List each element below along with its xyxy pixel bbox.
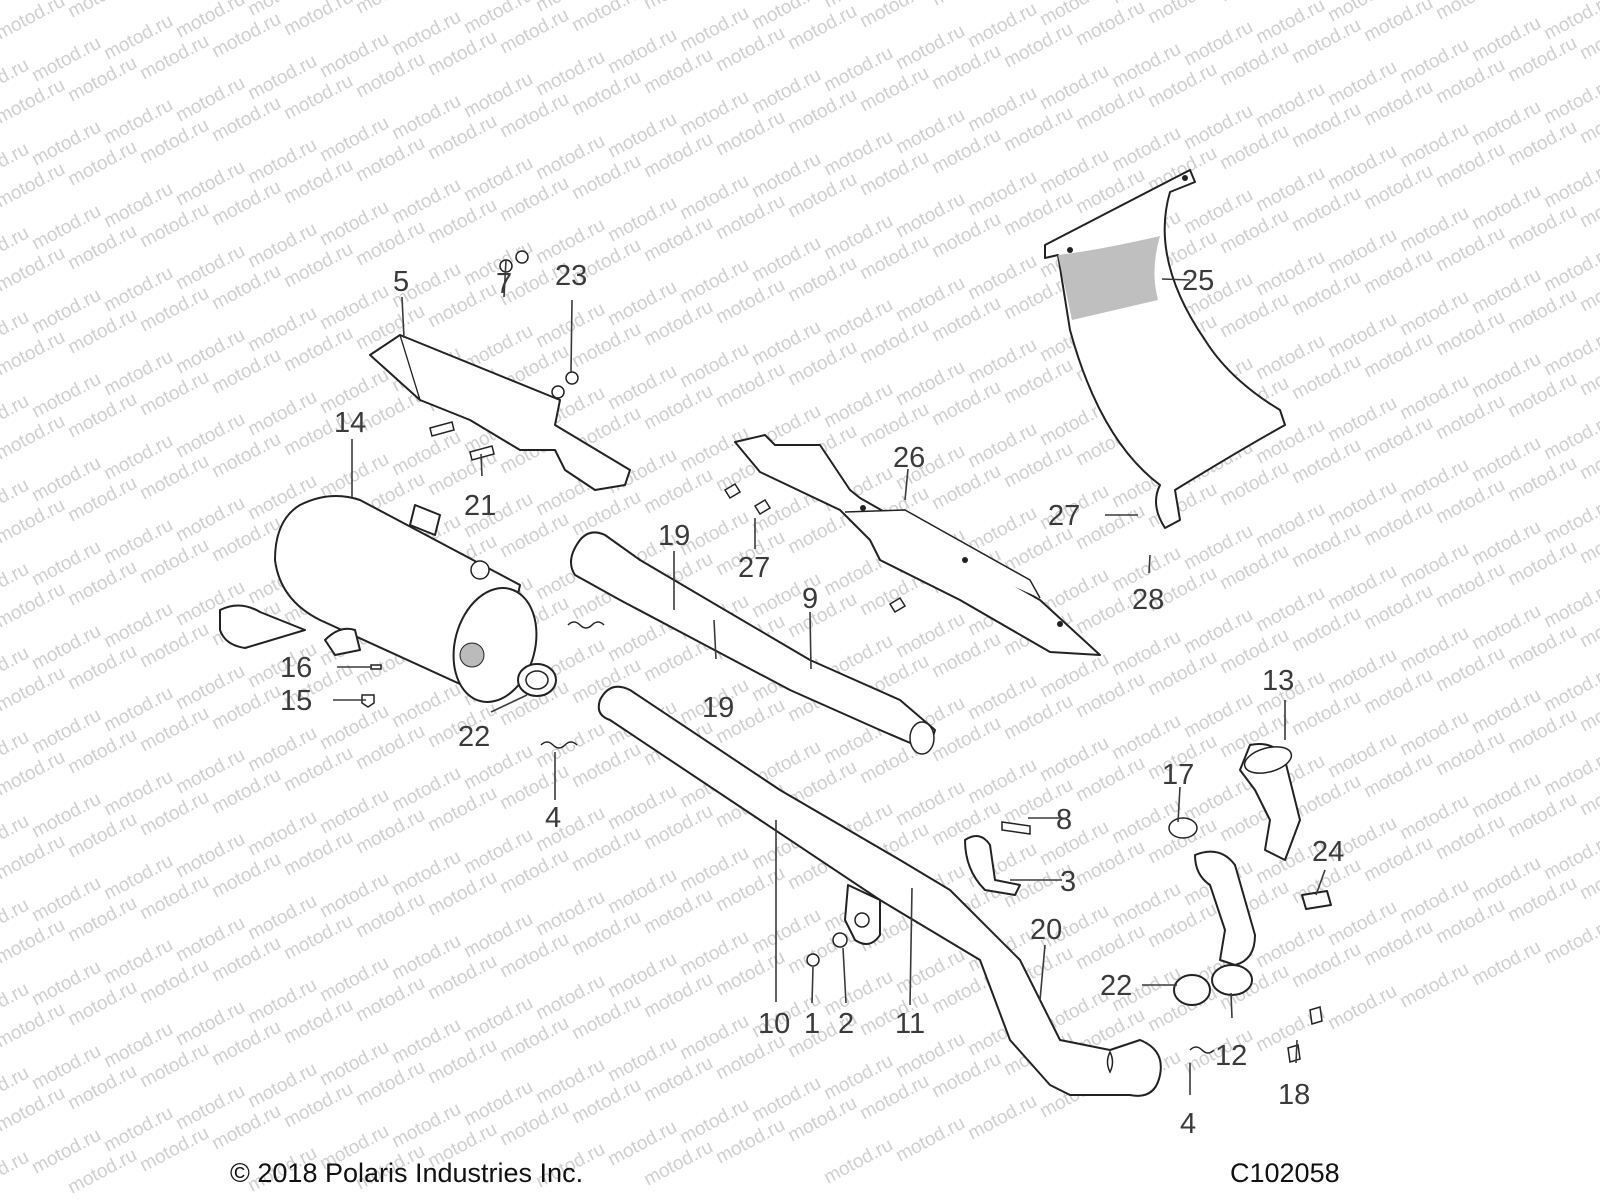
- watermark-text: motod.ru: [64, 0, 140, 22]
- watermark-text: motod.ru: [1144, 0, 1220, 28]
- callout-18: 18: [1278, 1079, 1310, 1111]
- callout-25: 25: [1182, 265, 1214, 297]
- callout-11: 11: [895, 1008, 925, 1040]
- heat-shield-25: [1044, 169, 1286, 529]
- watermark-text: motod.ru: [1540, 915, 1600, 969]
- watermark-text: motod.ru: [1504, 0, 1580, 2]
- callout-14: 14: [334, 407, 366, 439]
- callout-21: 21: [464, 490, 496, 522]
- figure-code: C102058: [1230, 1158, 1340, 1188]
- callout-17: 17: [1162, 759, 1194, 791]
- watermark-text: motod.ru: [856, 0, 932, 32]
- callout-16: 16: [280, 652, 312, 684]
- callout-22-right: 22: [1100, 970, 1132, 1002]
- callout-1: 1: [804, 1008, 820, 1040]
- head-pipe-12-13: [1168, 743, 1332, 1063]
- callout-8: 8: [1056, 804, 1072, 836]
- callout-2: 2: [838, 1008, 854, 1040]
- watermark-text: motod.ru: [1396, 959, 1472, 1013]
- callout-28: 28: [1132, 584, 1164, 616]
- callout-3: 3: [1060, 866, 1076, 898]
- callout-4-right: 4: [1180, 1108, 1196, 1140]
- watermark-text: motod.ru: [352, 0, 428, 18]
- callout-5: 5: [393, 266, 409, 298]
- callout-20: 20: [1030, 914, 1062, 946]
- watermark-text: motod.ru: [1324, 981, 1400, 1035]
- callout-4-left: 4: [545, 802, 561, 834]
- callout-9: 9: [802, 583, 818, 615]
- callout-7: 7: [496, 268, 512, 300]
- muffler-shield-5: [369, 250, 631, 491]
- watermark-text: motod.ru: [640, 0, 716, 14]
- watermark-text: motod.ru: [820, 1135, 896, 1189]
- watermark-text: motod.ru: [928, 0, 1004, 10]
- callout-10: 10: [758, 1008, 790, 1040]
- watermark-text: motod.ru: [1468, 937, 1544, 991]
- callout-24: 24: [1312, 836, 1344, 868]
- watermark-text: motod.ru: [280, 0, 356, 40]
- callout-27-right: 27: [1048, 500, 1080, 532]
- leader-lines: [333, 259, 1326, 1095]
- muffler-14: [219, 495, 605, 749]
- watermark-text: motod.ru: [0, 0, 69, 44]
- pipe-9-19: [570, 531, 936, 755]
- watermark-text: motod.ru: [0, 0, 33, 2]
- callout-22-left: 22: [458, 721, 490, 753]
- callout-15: 15: [280, 685, 312, 717]
- callout-27-left: 27: [738, 552, 770, 584]
- heat-shield-26: [723, 434, 1101, 656]
- callout-19-lower: 19: [702, 692, 734, 724]
- callout-12: 12: [1215, 1040, 1247, 1072]
- copyright-notice: © 2018 Polaris Industries Inc.: [230, 1158, 584, 1188]
- watermark-text: motod.ru: [0, 1147, 33, 1200]
- watermark-text: motod.ru: [1216, 0, 1292, 6]
- watermark-text: motod.ru: [964, 1091, 1040, 1145]
- watermark-text: motod.ru: [1432, 0, 1508, 24]
- callout-23: 23: [555, 260, 587, 292]
- watermark-text: motod.ru: [1360, 0, 1436, 46]
- pipe-10-11-20: [597, 685, 1162, 1097]
- callout-labels: 5 7 23 14 21 19 19 9 27 26 25 27 28 16 1…: [280, 260, 1344, 1140]
- callout-26: 26: [893, 442, 925, 474]
- callout-19-upper: 19: [658, 520, 690, 552]
- bracket-3-bolt-8: [806, 821, 1031, 967]
- watermark-text: motod.ru: [568, 0, 644, 36]
- callout-13: 13: [1262, 665, 1294, 697]
- watermark-text: motod.ru: [892, 1113, 968, 1167]
